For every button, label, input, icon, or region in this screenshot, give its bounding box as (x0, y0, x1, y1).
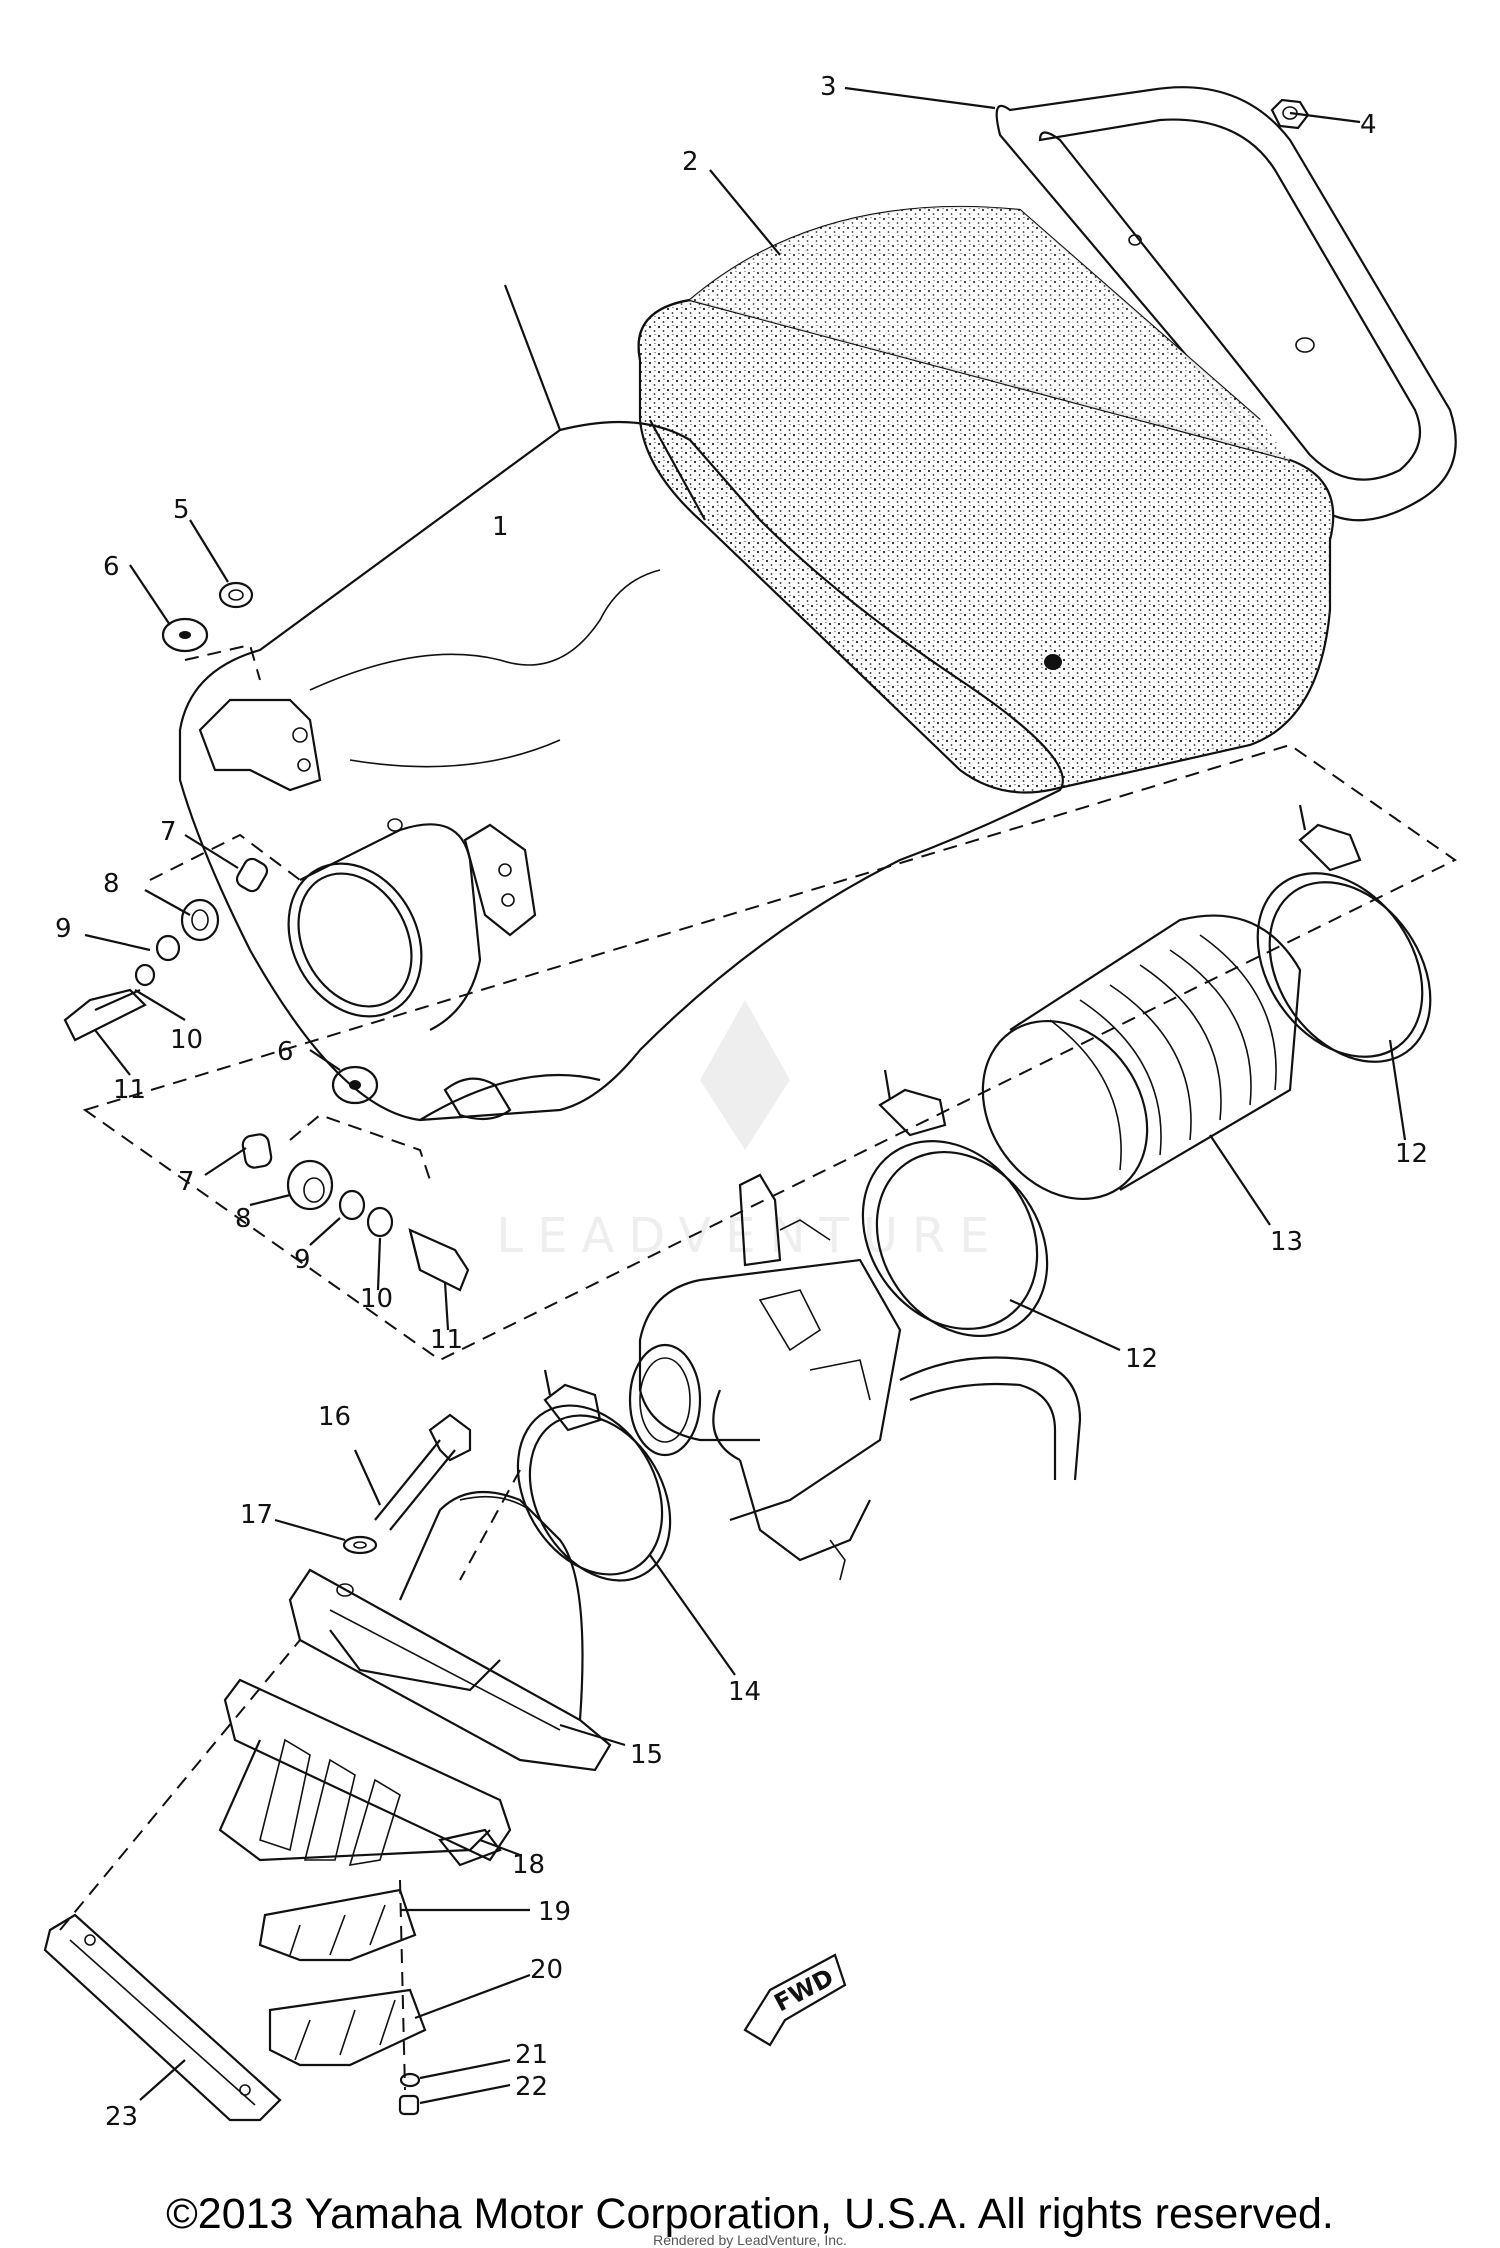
rendered-by-credit: Rendered by LeadVenture, Inc. (653, 2232, 847, 2248)
part-19-reed-petal (258, 1888, 417, 1962)
lower-mounting-hardware (241, 1065, 470, 1292)
callout-4: 4 (1360, 110, 1377, 140)
callout-13: 13 (1270, 1227, 1303, 1257)
part-12-clamp-upper (1256, 804, 1432, 1063)
callout-5: 5 (173, 495, 190, 525)
upper-mounting-hardware (63, 581, 301, 1042)
part-21-washer (399, 2072, 421, 2088)
fwd-arrow-icon: FWD (743, 1953, 847, 2047)
callout-12-upper: 12 (1395, 1139, 1428, 1169)
callout-8-lower: 8 (235, 1204, 252, 1234)
callout-6-upper: 6 (103, 552, 120, 582)
callout-14: 14 (728, 1677, 761, 1707)
callout-11-lower: 11 (430, 1325, 463, 1355)
part-17-washer (342, 1535, 378, 1555)
part-20-reed-stopper (268, 1988, 427, 2067)
part-14-clamp (516, 1369, 672, 1582)
callout-18: 18 (512, 1850, 545, 1880)
callout-7-upper: 7 (160, 817, 177, 847)
assembly-line-clamp (459, 1469, 521, 1581)
part-22-screw (398, 2094, 420, 2116)
callout-8-upper: 8 (103, 869, 120, 899)
callout-3: 3 (820, 72, 837, 102)
callout-labels: 1 2 3 4 5 6 7 8 9 10 11 12 13 14 15 16 1… (55, 72, 1428, 2132)
callout-10-lower: 10 (360, 1284, 393, 1314)
watermark-text: LEADVENTURE (496, 1208, 1003, 1264)
callout-21: 21 (515, 2040, 548, 2070)
callout-22: 22 (515, 2072, 548, 2102)
callout-19: 19 (538, 1897, 571, 1927)
callout-10-upper: 10 (170, 1025, 203, 1055)
carburetor (628, 1173, 1082, 1581)
callout-17: 17 (240, 1500, 273, 1530)
callout-7-lower: 7 (178, 1167, 195, 1197)
callout-15: 15 (630, 1740, 663, 1770)
callout-12-middle: 12 (1125, 1344, 1158, 1374)
part-2-filter-element (637, 205, 1335, 794)
callout-9-upper: 9 (55, 914, 72, 944)
part-18-reed-valve (218, 1678, 512, 1867)
part-15-manifold (288, 1490, 612, 1772)
part-12-clamp-middle (861, 1069, 1049, 1338)
leader-lines (84, 86, 1407, 2105)
part-3-filter-cover (995, 86, 1457, 522)
part-16-bolt (374, 1413, 472, 1531)
assembly-bracket-lower (82, 743, 1457, 1362)
callout-23: 23 (105, 2102, 138, 2132)
callout-16: 16 (318, 1402, 351, 1432)
copyright-notice: ©2013 Yamaha Motor Corporation, U.S.A. A… (166, 2190, 1334, 2238)
watermark-logo: LEADVENTURE (496, 1000, 1003, 1264)
part-13-intake-joint (981, 914, 1302, 1201)
assembly-line-reed (399, 1879, 406, 2091)
callout-6-lower: 6 (277, 1037, 294, 1067)
callout-11-upper: 11 (113, 1075, 146, 1105)
part-23-gasket (43, 1913, 282, 2122)
callout-2: 2 (682, 147, 699, 177)
callout-20: 20 (530, 1955, 563, 1985)
callout-9-lower: 9 (294, 1245, 311, 1275)
assembly-line-manifold (59, 1639, 301, 1931)
callout-1: 1 (492, 512, 509, 542)
